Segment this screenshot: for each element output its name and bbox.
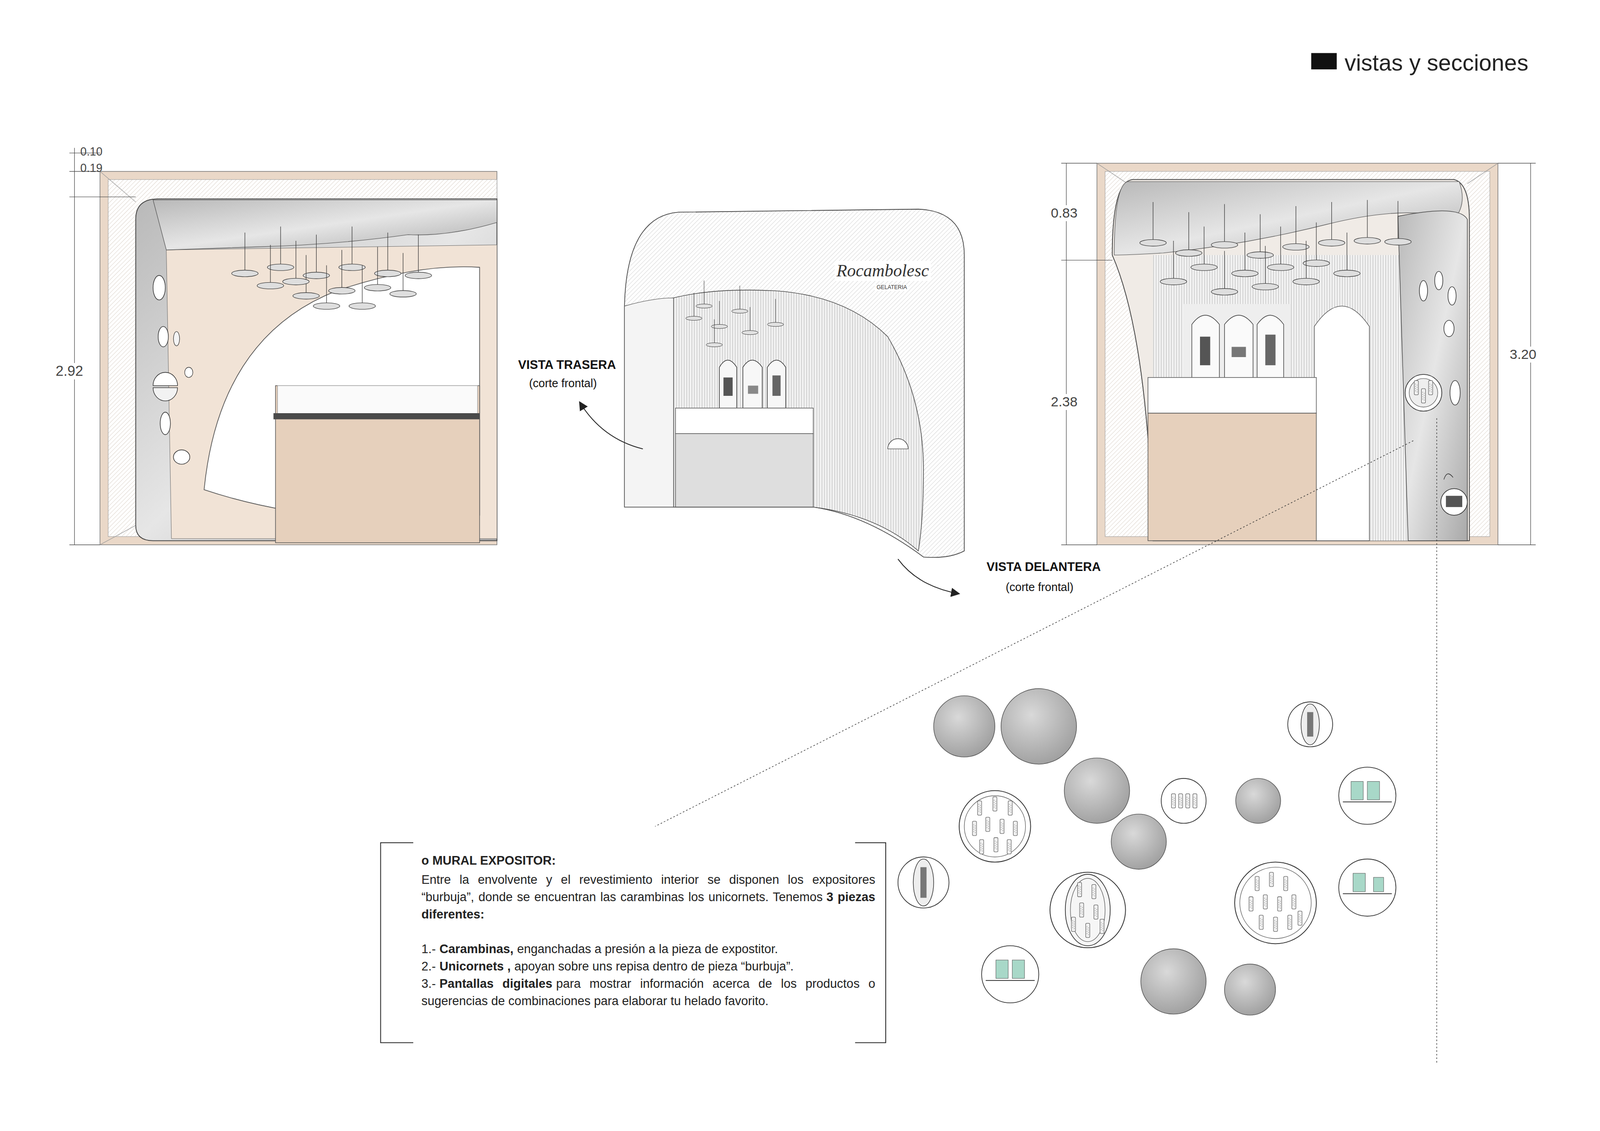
view-label: (corte frontal) bbox=[529, 376, 598, 390]
text-paragraph: o MURAL EXPOSITOR: bbox=[421, 851, 876, 870]
list-term: Pantallas digitales bbox=[439, 976, 553, 991]
list-number: 3.- bbox=[421, 976, 437, 991]
body-text: Entre la envolvente y el revestimiento i… bbox=[421, 872, 876, 904]
list-text: enganchadas a presión a la pieza de expo… bbox=[517, 942, 779, 956]
list-number: 1.- bbox=[421, 942, 437, 956]
section-heading: o MURAL EXPOSITOR: bbox=[421, 853, 556, 868]
dimension-label: 0.19 bbox=[80, 161, 103, 175]
dimension-label: 3.20 bbox=[1507, 346, 1538, 363]
text-paragraph: Entre la envolvente y el revestimiento i… bbox=[421, 871, 876, 924]
view-label: VISTA TRASERA bbox=[518, 358, 617, 373]
dimension-label: 0.83 bbox=[1049, 205, 1080, 222]
description-block: o MURAL EXPOSITOR: Entre la envolvente y … bbox=[421, 851, 876, 1010]
view-label: VISTA DELANTERA bbox=[986, 560, 1102, 575]
text-paragraph: 2.-Unicornets ,apoyan sobre uns repisa d… bbox=[421, 957, 876, 976]
list-term: Unicornets , bbox=[439, 959, 511, 974]
view-label: (corte frontal) bbox=[1005, 580, 1074, 594]
brand-sign: Rocambolesc bbox=[834, 260, 931, 281]
dimension-label: 0.10 bbox=[80, 145, 103, 159]
text-paragraph: 3.-Pantallas digitalespara mostrar infor… bbox=[421, 975, 876, 1010]
brand-sign: GELATERIA bbox=[874, 284, 909, 291]
dimension-label: 2.38 bbox=[1049, 394, 1080, 411]
text-paragraph: 1.-Carambinas,enganchadas a presión a la… bbox=[421, 940, 876, 958]
list-term: Carambinas, bbox=[439, 942, 514, 956]
list-number: 2.- bbox=[421, 959, 437, 974]
dimension-label: 2.92 bbox=[53, 363, 85, 380]
sheet-title: vistas y secciones bbox=[1344, 50, 1529, 77]
list-text: apoyan sobre uns repisa dentro de pieza … bbox=[514, 959, 794, 974]
